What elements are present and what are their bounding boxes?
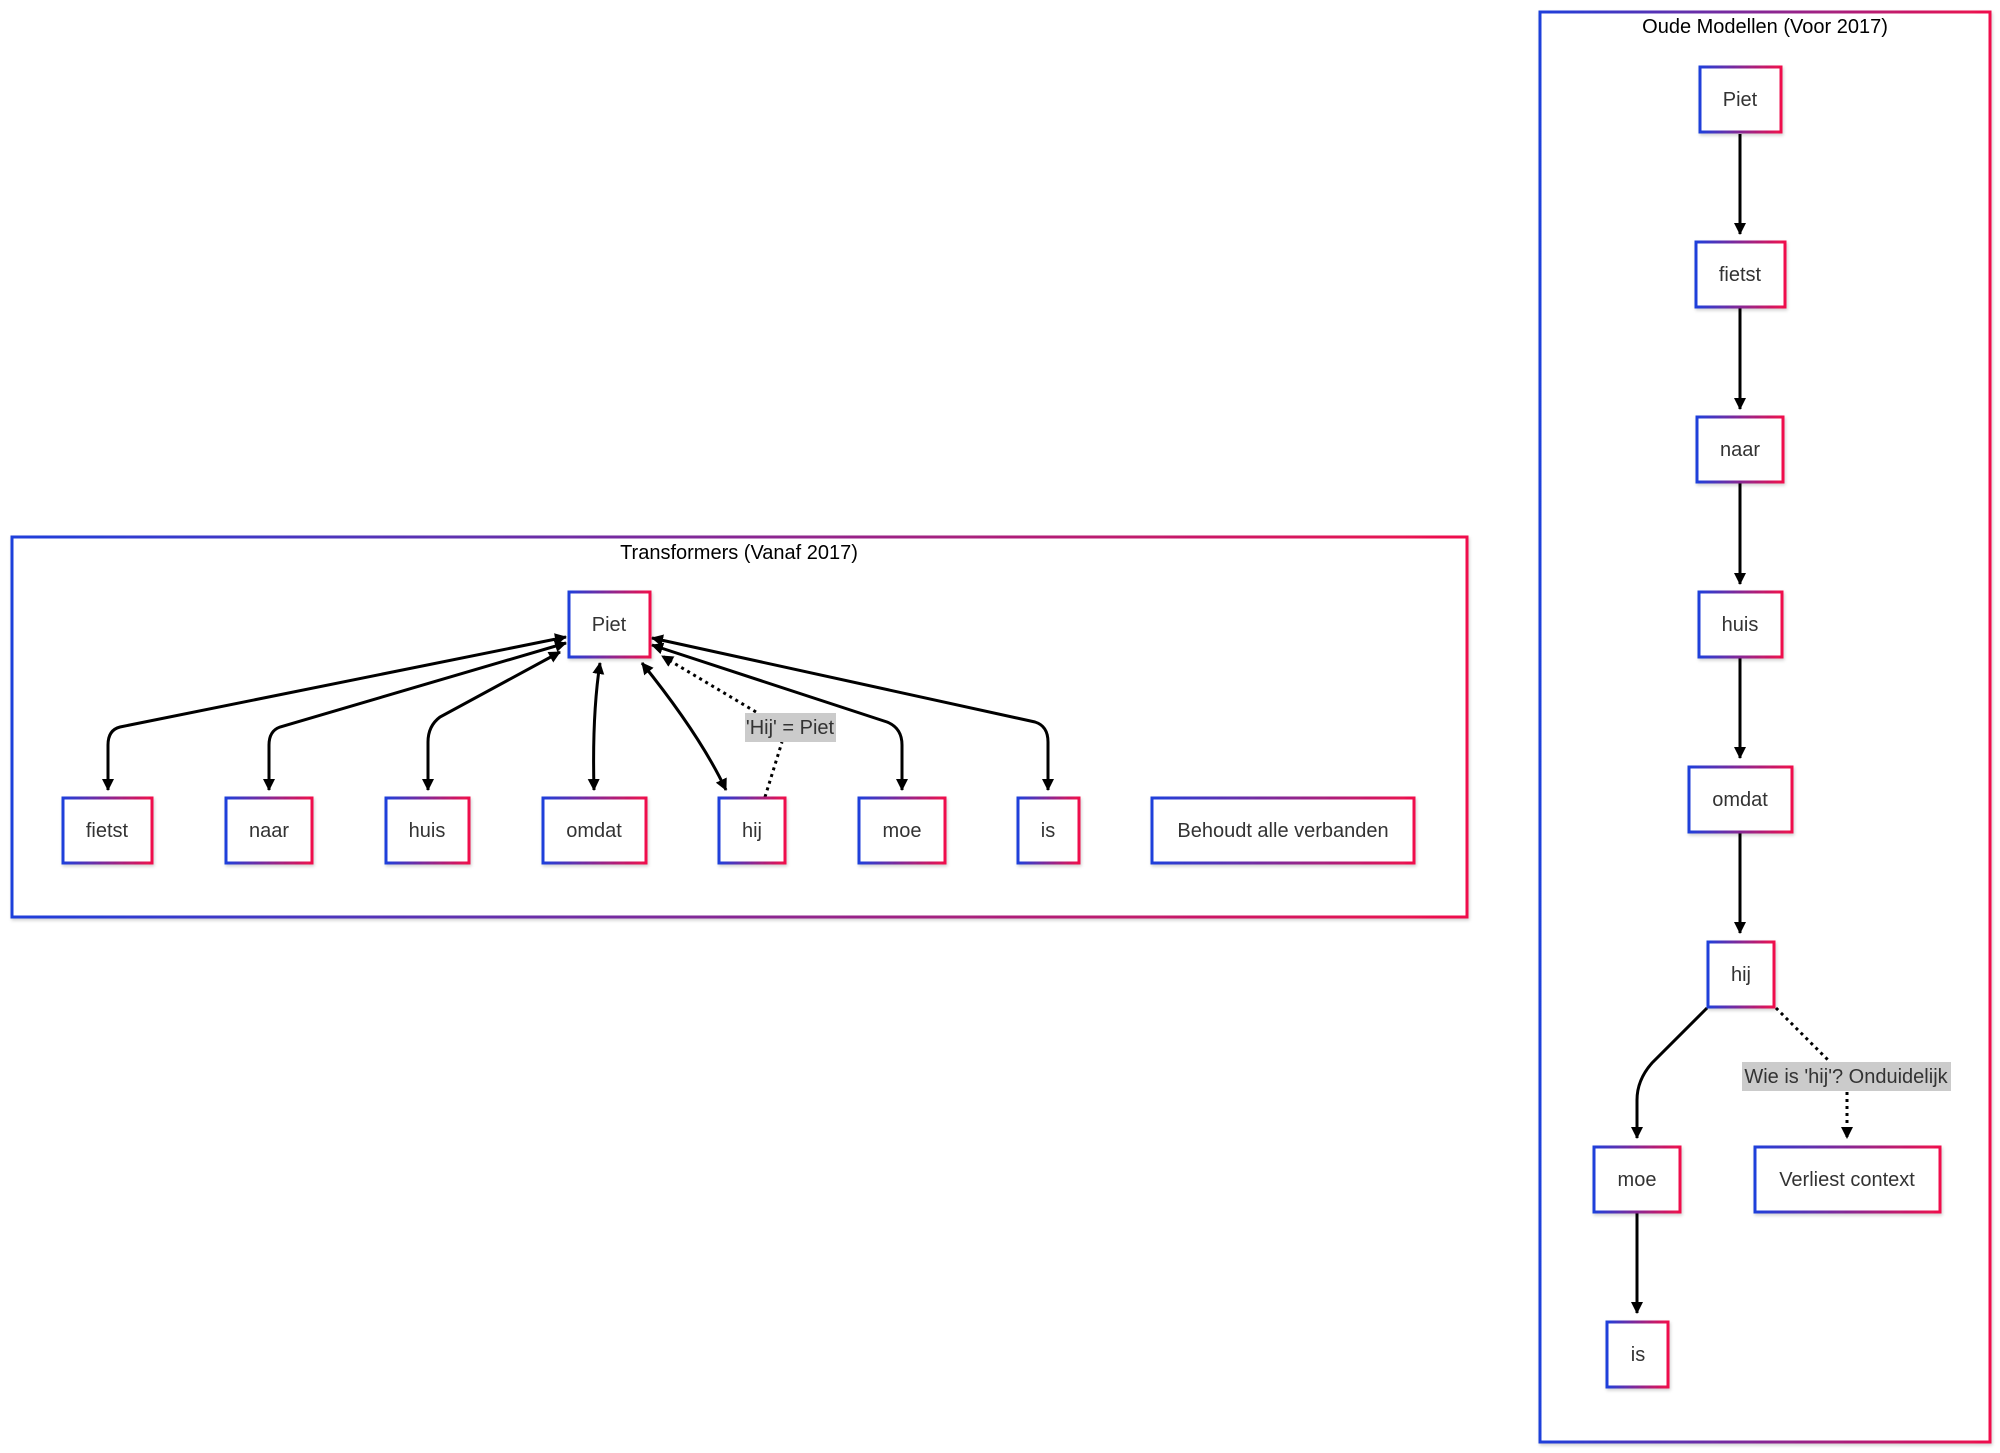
edge-label-hij-is-piet: 'Hij' = Piet [745,713,836,742]
edge-t-piet-omdat [587,662,605,791]
edge-t-piet-huis [422,650,561,791]
svg-text:Verliest context: Verliest context [1779,1169,1915,1191]
svg-text:Piet: Piet [592,614,627,636]
svg-text:moe: moe [1618,1169,1657,1191]
node-o-piet: Piet [1698,65,1783,134]
svg-text:is: is [1041,820,1055,842]
svg-text:huis: huis [1722,614,1759,636]
node-o-hij: hij [1706,940,1776,1009]
cluster-title-oude-modellen: Oude Modellen (Voor 2017) [1642,16,1888,38]
edge-t-piet-naar [263,640,567,791]
edges-oude-modellen [1631,134,1847,1314]
svg-text:omdat: omdat [1712,789,1768,811]
svg-text:naar: naar [249,820,289,842]
svg-text:is: is [1631,1344,1645,1366]
node-t-fietst: fietst [61,796,154,865]
node-o-naar: naar [1695,415,1785,484]
edge-t-hij-piet [662,656,784,798]
svg-text:huis: huis [409,820,446,842]
cluster-title-transformers: Transformers (Vanaf 2017) [620,542,858,564]
node-o-omdat: omdat [1687,765,1794,834]
svg-text:Piet: Piet [1723,89,1758,111]
node-o-huis: huis [1697,590,1784,659]
edge-t-piet-is [651,634,1054,791]
edge-o-hij-verliest [1774,1006,1847,1138]
edge-label-wie-is-hij-text: Wie is 'hij'? Onduidelijk [1744,1066,1948,1088]
edge-o-hij-moe [1631,1006,1709,1139]
node-t-hij: hij [717,796,787,865]
svg-text:Behoudt alle verbanden: Behoudt alle verbanden [1177,820,1388,842]
node-o-verliest-context: Verliest context [1753,1145,1942,1214]
svg-text:fietst: fietst [86,820,129,842]
node-t-piet: Piet [567,590,652,659]
svg-text:hij: hij [1731,964,1751,986]
cluster-oude-modellen: Oude Modellen (Voor 2017) [1538,10,1992,1444]
node-t-naar: naar [224,796,314,865]
node-t-is: is [1016,796,1081,865]
edge-label-wie-is-hij: Wie is 'hij'? Onduidelijk [1742,1062,1951,1091]
edges-transformers [102,633,1054,798]
svg-text:naar: naar [1720,439,1760,461]
node-t-omdat: omdat [541,796,648,865]
svg-text:omdat: omdat [566,820,622,842]
nodes-transformers: Piet fietst naar huis omdat hij moe is [61,590,1416,865]
node-t-moe: moe [857,796,947,865]
nodes-oude-modellen: Piet fietst naar huis omdat hij moe is [1592,65,1942,1389]
node-o-fietst: fietst [1694,240,1787,309]
node-o-is: is [1605,1320,1670,1389]
svg-text:hij: hij [742,820,762,842]
edge-label-hij-is-piet-text: 'Hij' = Piet [746,717,835,739]
node-t-huis: huis [384,796,471,865]
node-t-behoudt-alle-verbanden: Behoudt alle verbanden [1150,796,1416,865]
svg-text:fietst: fietst [1719,264,1762,286]
svg-text:moe: moe [883,820,922,842]
node-o-moe: moe [1592,1145,1682,1214]
edge-t-piet-fietst [102,633,567,791]
